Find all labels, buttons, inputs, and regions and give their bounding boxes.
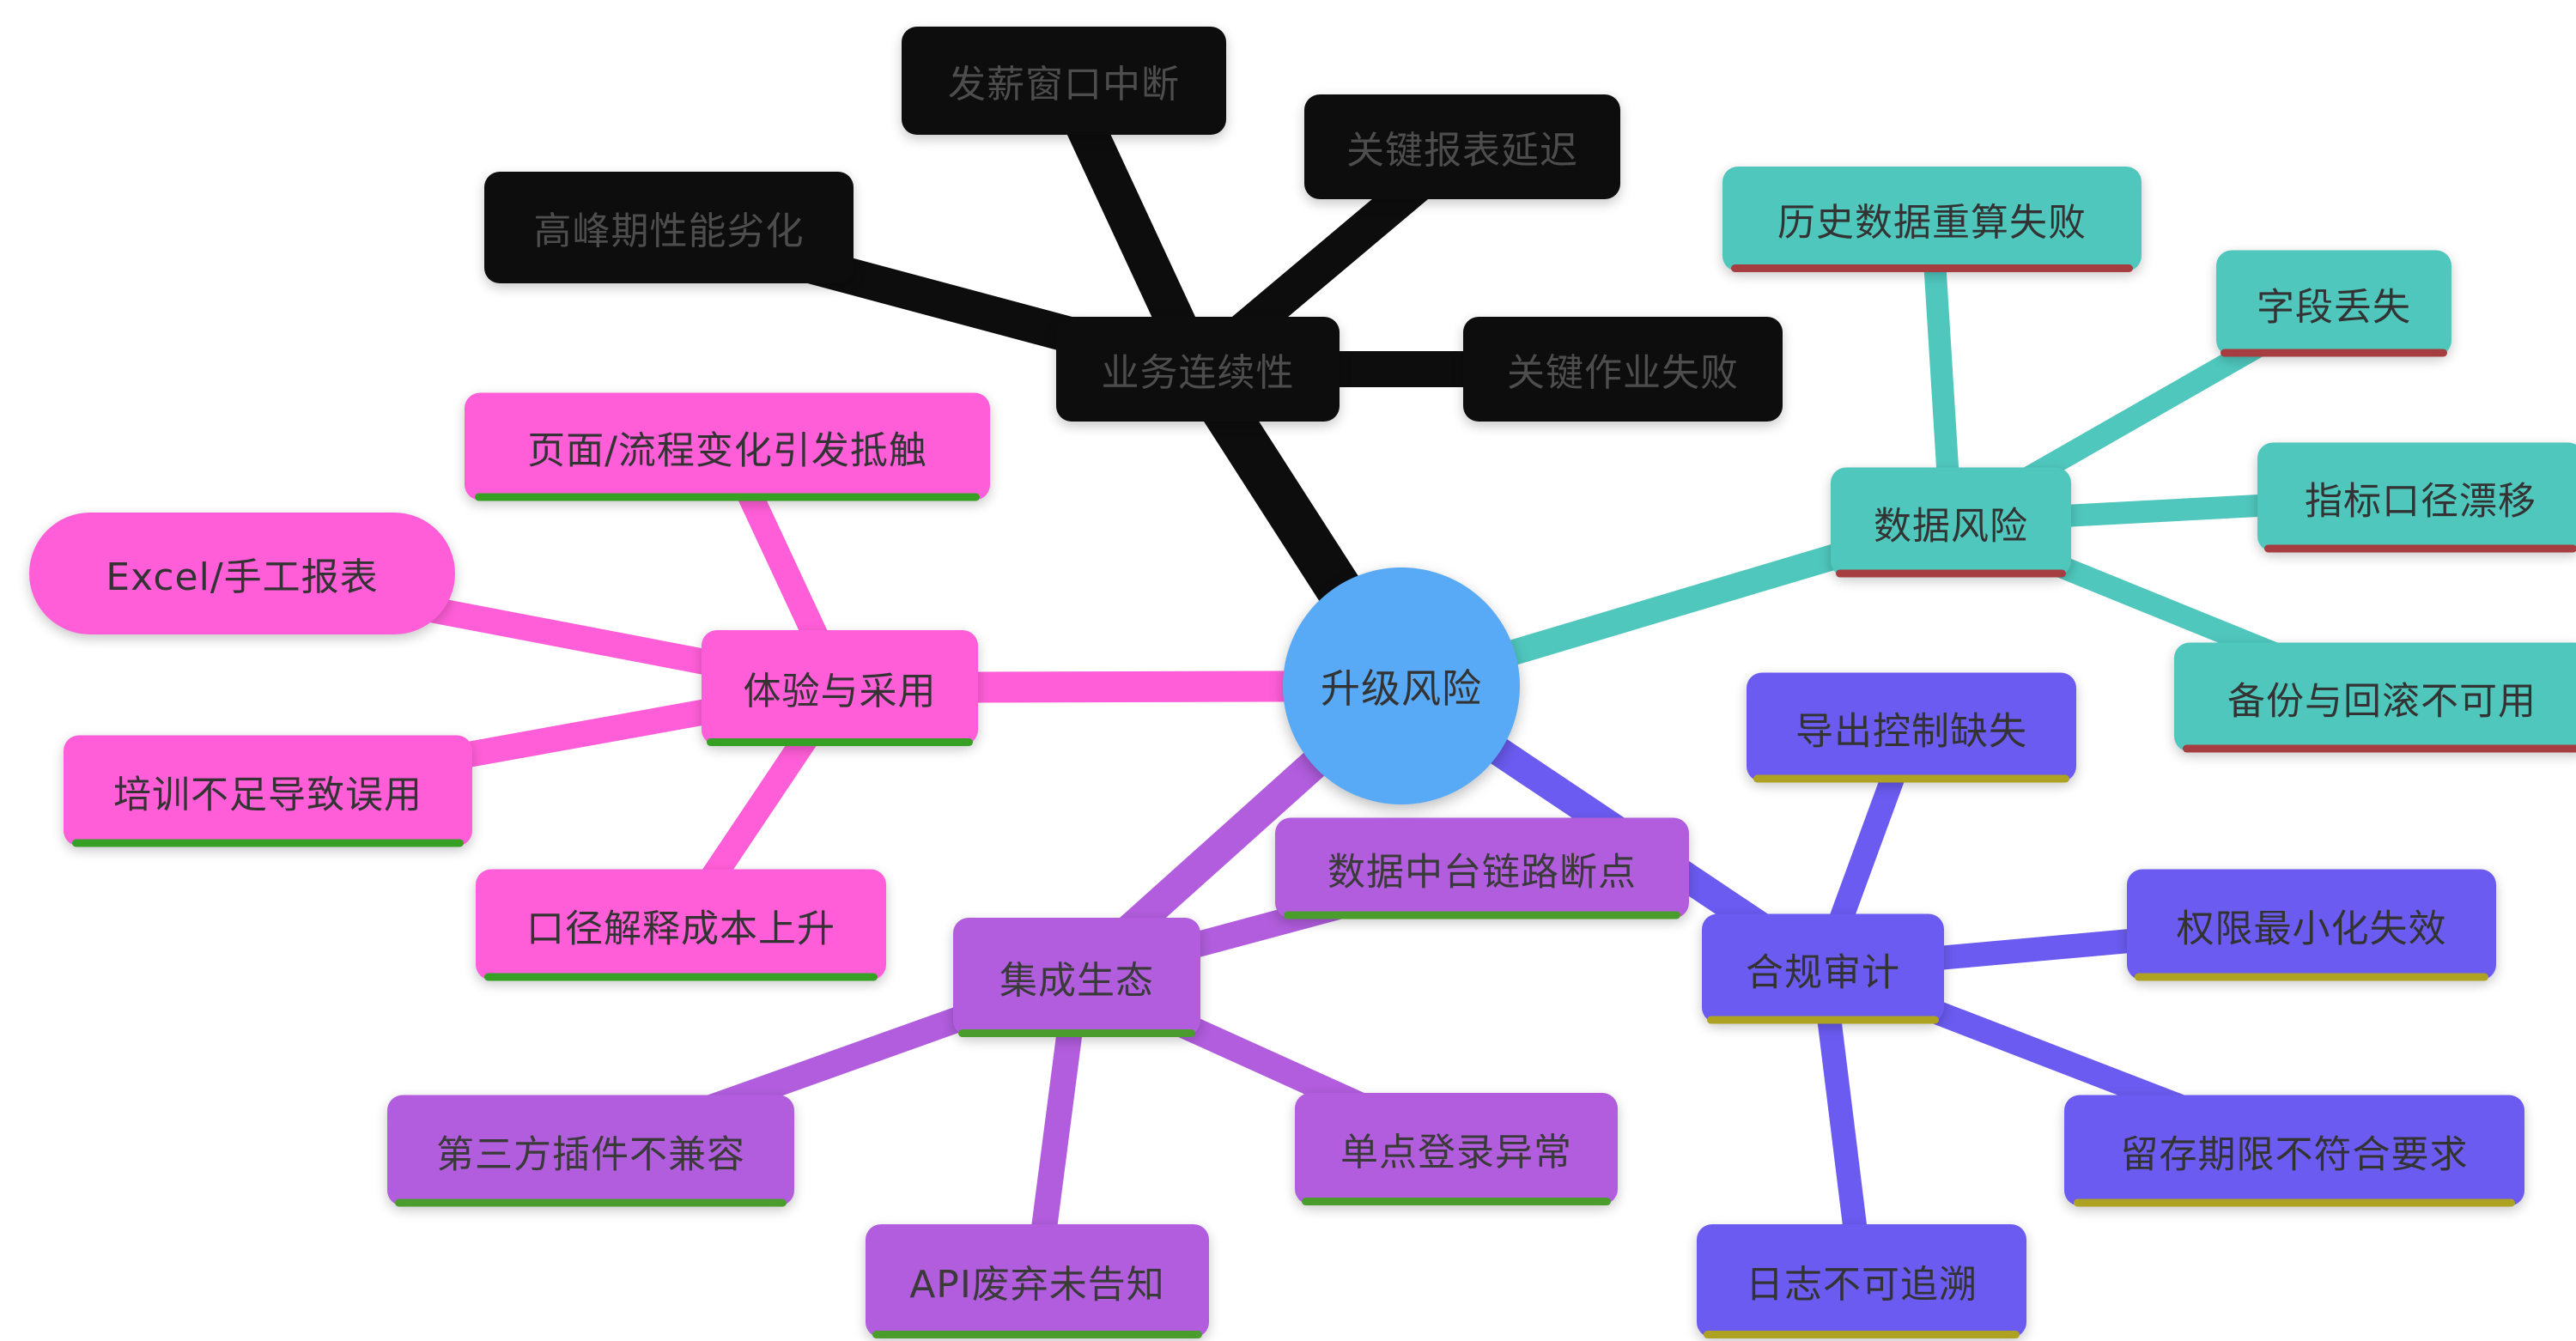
node-underline-data [1835,569,2067,578]
node-label-int: 集成生态 [999,959,1154,1003]
node-data2[interactable]: 字段丢失 [2216,250,2451,357]
node-label-exp: 体验与采用 [743,670,937,713]
node-underline-data1 [1730,264,2134,272]
node-label-biz4: 关键作业失败 [1507,351,1739,395]
node-root[interactable]: 升级风险 [1283,567,1520,804]
node-underline-exp3 [71,839,465,847]
node-underline-int1 [1283,911,1681,919]
node-underline-exp [707,738,973,746]
node-underline-comp [1706,1016,1940,1024]
node-underline-int [957,1029,1196,1037]
node-label-biz1: 发薪窗口中断 [948,63,1180,106]
node-int4[interactable]: API废弃未告知 [866,1224,1209,1338]
node-exp2[interactable]: Excel/手工报表 [29,513,455,634]
node-biz2[interactable]: 关键报表延迟 [1304,94,1620,199]
node-label-exp1: 页面/流程变化引发抵触 [527,428,927,472]
node-underline-int2 [395,1198,787,1207]
node-label-int4: API废弃未告知 [909,1263,1165,1307]
node-comp1[interactable]: 导出控制缺失 [1747,672,2076,783]
node-comp[interactable]: 合规审计 [1702,913,1944,1024]
node-data4[interactable]: 备份与回滚不可用 [2174,642,2576,753]
node-label-exp4: 口径解释成本上升 [526,907,835,950]
node-label-int1: 数据中台链路断点 [1327,850,1637,894]
node-label-comp: 合规审计 [1746,950,1900,994]
node-int2[interactable]: 第三方插件不兼容 [387,1095,794,1207]
node-underline-data2 [2221,349,2447,357]
node-underline-comp4 [1703,1331,2020,1338]
node-data3[interactable]: 指标口径漂移 [2257,442,2576,553]
node-comp3[interactable]: 留存期限不符合要求 [2064,1095,2524,1207]
node-underline-exp4 [483,973,878,981]
node-biz[interactable]: 业务连续性 [1056,317,1340,422]
node-label-data: 数据风险 [1874,504,2028,548]
node-label-int2: 第三方插件不兼容 [436,1132,745,1176]
node-underline-exp1 [475,493,980,501]
node-label-data3: 指标口径漂移 [2305,479,2537,523]
node-comp2[interactable]: 权限最小化失效 [2127,869,2496,981]
node-label-exp3: 培训不足导致误用 [113,773,422,816]
node-underline-int3 [1301,1198,1612,1205]
node-underline-data4 [2182,744,2576,753]
node-int3[interactable]: 单点登录异常 [1295,1093,1618,1205]
node-exp3[interactable]: 培训不足导致误用 [64,735,472,847]
node-label-root: 升级风险 [1321,665,1482,712]
node-label-biz: 业务连续性 [1101,351,1295,395]
node-label-comp3: 留存期限不符合要求 [2120,1132,2469,1176]
node-biz3[interactable]: 高峰期性能劣化 [484,172,854,283]
node-exp1[interactable]: 页面/流程变化引发抵触 [465,392,990,501]
node-underline-int4 [872,1331,1202,1338]
node-label-int3: 单点登录异常 [1340,1131,1572,1174]
node-label-biz3: 高峰期性能劣化 [533,209,805,253]
node-label-data1: 历史数据重算失败 [1777,201,2087,245]
node-label-exp2: Excel/手工报表 [106,555,379,599]
node-label-data4: 备份与回滚不可用 [2227,679,2537,723]
node-label-comp2: 权限最小化失效 [2176,907,2447,950]
node-exp4[interactable]: 口径解释成本上升 [476,869,886,981]
node-int[interactable]: 集成生态 [953,918,1200,1037]
node-label-data2: 字段丢失 [2257,285,2411,329]
node-label-biz2: 关键报表延迟 [1346,129,1578,173]
node-comp4[interactable]: 日志不可追溯 [1697,1224,2026,1338]
node-underline-comp1 [1753,774,2070,783]
node-underline-comp3 [2073,1198,2516,1207]
node-biz4[interactable]: 关键作业失败 [1463,317,1783,422]
node-label-comp4: 日志不可追溯 [1746,1263,1978,1307]
node-underline-data3 [2263,544,2576,553]
node-biz1[interactable]: 发薪窗口中断 [902,27,1226,135]
node-data[interactable]: 数据风险 [1831,467,2071,578]
node-data1[interactable]: 历史数据重算失败 [1722,167,2142,272]
node-underline-comp2 [2134,973,2489,981]
node-exp[interactable]: 体验与采用 [702,630,978,746]
node-int1[interactable]: 数据中台链路断点 [1275,817,1689,919]
node-label-comp1: 导出控制缺失 [1795,709,2027,753]
